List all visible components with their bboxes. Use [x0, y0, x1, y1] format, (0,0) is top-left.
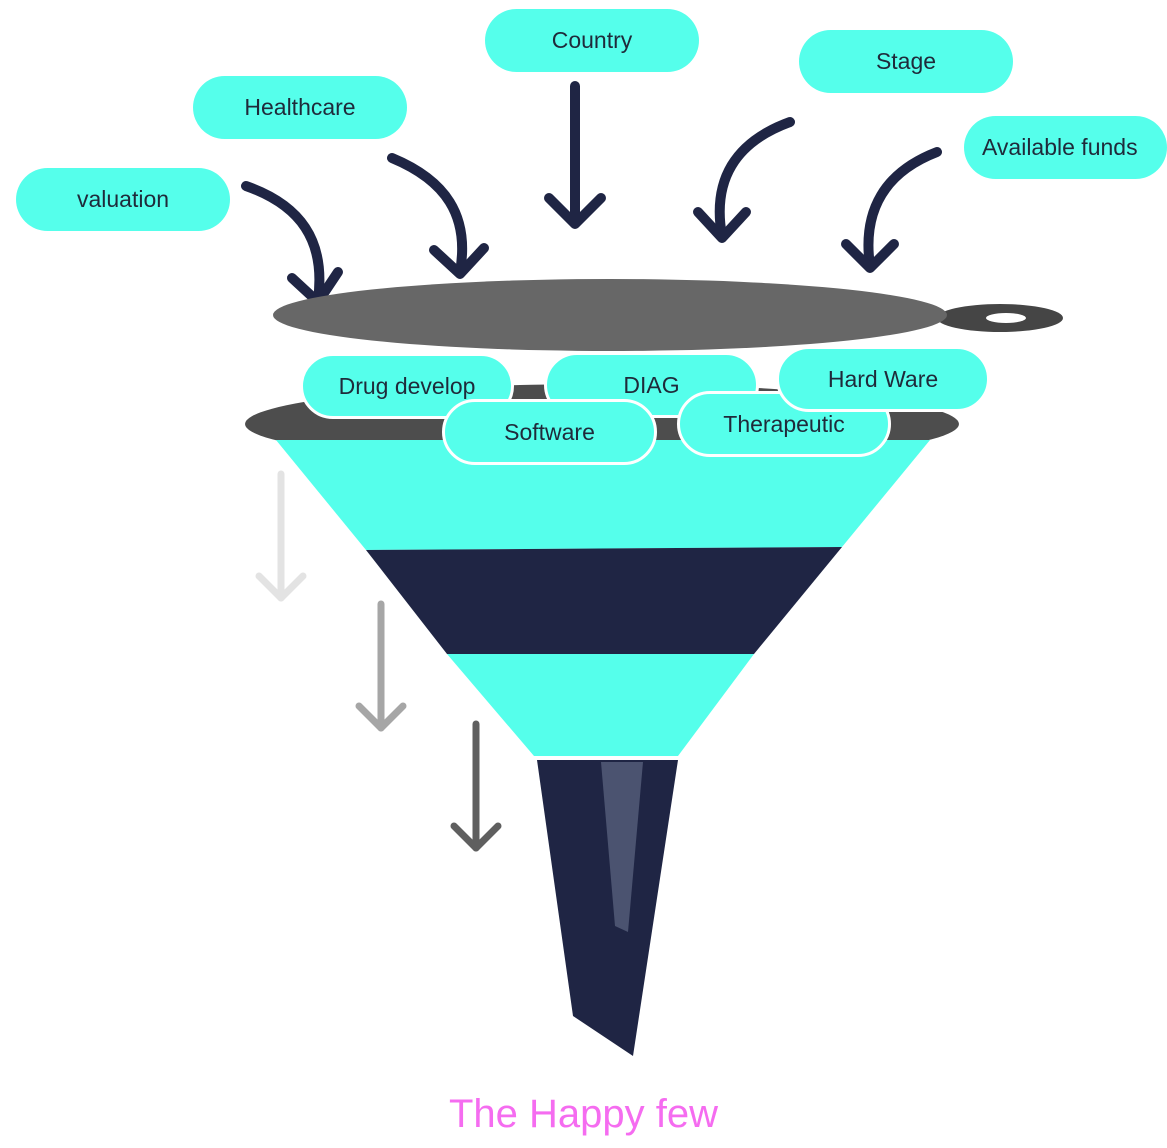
sector-label: Hard Ware — [827, 365, 939, 392]
funnel-band-bottom — [447, 654, 754, 756]
criterion-label: Healthcare — [244, 94, 356, 120]
funnel-band-top — [276, 440, 930, 550]
criterion-label: Stage — [875, 48, 937, 74]
arrow-valuation — [241, 181, 343, 307]
funnel-spout — [537, 760, 678, 1056]
arrow-available-funds — [841, 147, 942, 273]
sector-label: DIAG — [623, 371, 680, 398]
sector-label: Software — [504, 418, 595, 445]
arrow-stage — [693, 117, 795, 243]
sector-label: Therapeutic — [723, 410, 845, 437]
arrow-healthcare — [387, 153, 489, 279]
sector-software: Software — [442, 399, 657, 465]
output-arrow-dark — [450, 720, 502, 852]
funnel-band-middle — [366, 547, 842, 654]
funnel-lid — [273, 279, 1063, 351]
funnel-caption: The Happy few — [448, 1092, 719, 1136]
criterion-available-funds: Available funds — [964, 116, 1167, 179]
criterion-label: valuation — [76, 186, 170, 212]
criterion-label: Country — [551, 27, 633, 53]
criterion-stage: Stage — [799, 30, 1013, 93]
sector-label: Drug develop — [338, 372, 476, 399]
arrow-country — [544, 81, 606, 229]
sector-drug-develop: Drug develop — [300, 353, 514, 419]
spout-highlight — [601, 762, 643, 932]
criterion-country: Country — [485, 9, 699, 72]
output-arrow-light — [255, 470, 307, 602]
criterion-healthcare: Healthcare — [193, 76, 407, 139]
sector-hard-ware: Hard Ware — [776, 346, 990, 412]
criterion-label: Available funds — [982, 134, 1138, 160]
output-arrow-medium — [355, 600, 407, 732]
sector-therapeutic: Therapeutic — [677, 391, 891, 457]
criterion-valuation: valuation — [16, 168, 230, 231]
